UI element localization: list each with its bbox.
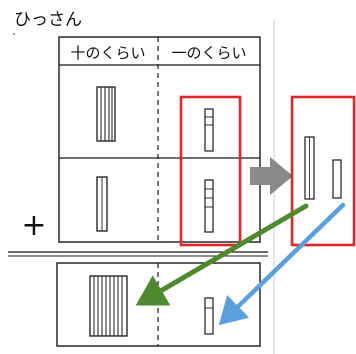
row2-tens-block — [96, 176, 108, 232]
regroup-highlight-box — [290, 95, 356, 247]
place-value-table: 十のくらい 一のくらい — [58, 36, 261, 243]
ones-cube-stack — [204, 179, 214, 233]
regrouped-ten-rod — [304, 136, 315, 200]
row1-ones-block — [204, 108, 214, 152]
title: ひっさん — [14, 10, 82, 30]
table-frame — [58, 36, 261, 243]
move-arrow — [250, 157, 293, 195]
ones-highlight-box — [179, 95, 242, 247]
row1-tens-block — [96, 86, 116, 142]
answer-table — [56, 262, 261, 347]
sum-ones-block — [204, 297, 214, 335]
ones-column-header: 一のくらい — [171, 44, 246, 62]
tens-column-header: 十のくらい — [70, 44, 145, 62]
sum-tens-block — [89, 275, 128, 337]
leftover-one-cube — [332, 159, 342, 199]
plus-operator: + — [21, 208, 46, 243]
carry-ten-arrow — [135, 203, 309, 306]
row2-ones-block — [204, 179, 214, 233]
one-cube — [332, 159, 342, 199]
ones-cube-stack — [204, 108, 214, 152]
remaining-one-arrow — [218, 202, 346, 326]
tens-rod-group — [89, 275, 128, 337]
ones-cube-stack — [204, 297, 214, 335]
stray-mark — [13, 33, 15, 35]
